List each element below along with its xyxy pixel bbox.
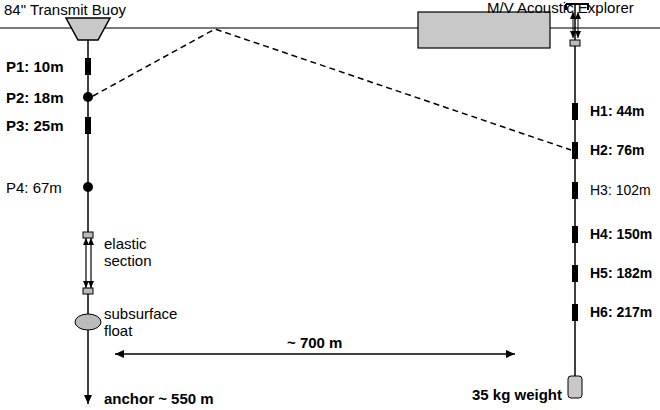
subsurface-float [75,314,101,330]
hydrophone-bar [85,117,91,134]
hydrophone-bar [572,142,578,159]
sensor-label: H2: 76m [590,142,644,159]
weight [568,376,582,398]
range-arrow [115,353,515,355]
anchor-label: anchor ~ 550 m [104,390,214,407]
hydrophone-bar [572,265,578,282]
hydrophone-bar [85,58,91,75]
transmit-buoy [66,18,110,40]
part-label: elastic section [104,235,174,269]
sensor-label: H4: 150m [590,226,652,243]
hydrophone-dot [83,92,93,102]
hydrophone-bar [572,182,578,199]
sensor-label: P3: 25m [6,117,64,134]
buoy-label: 84" Transmit Buoy [4,1,126,18]
sensor-label: P1: 10m [6,58,64,75]
sensor-label: H5: 182m [590,265,652,282]
sensor-label: H6: 217m [590,304,652,321]
hydrophone-dot [83,182,93,192]
anchor-line [87,330,89,404]
ship-label: M/V Acoustic Explorer [487,0,634,16]
hydrophone-bar [572,304,578,321]
hydrophone-bar [572,226,578,243]
range-label: ~ 700 m [283,334,346,351]
elastic-section [85,238,86,288]
sensor-label: P4: 67m [6,179,62,196]
sensor-label: H3: 102m [590,182,651,199]
shackle [83,232,93,238]
weight-label: 35 kg weight [472,386,562,403]
sensor-label: P2: 18m [6,89,64,106]
acoustic-ray [93,29,571,150]
ship [418,12,550,48]
part-label: subsurface float [104,305,184,339]
hydrophone-bar [572,103,578,120]
sensor-label: H1: 44m [590,103,644,120]
